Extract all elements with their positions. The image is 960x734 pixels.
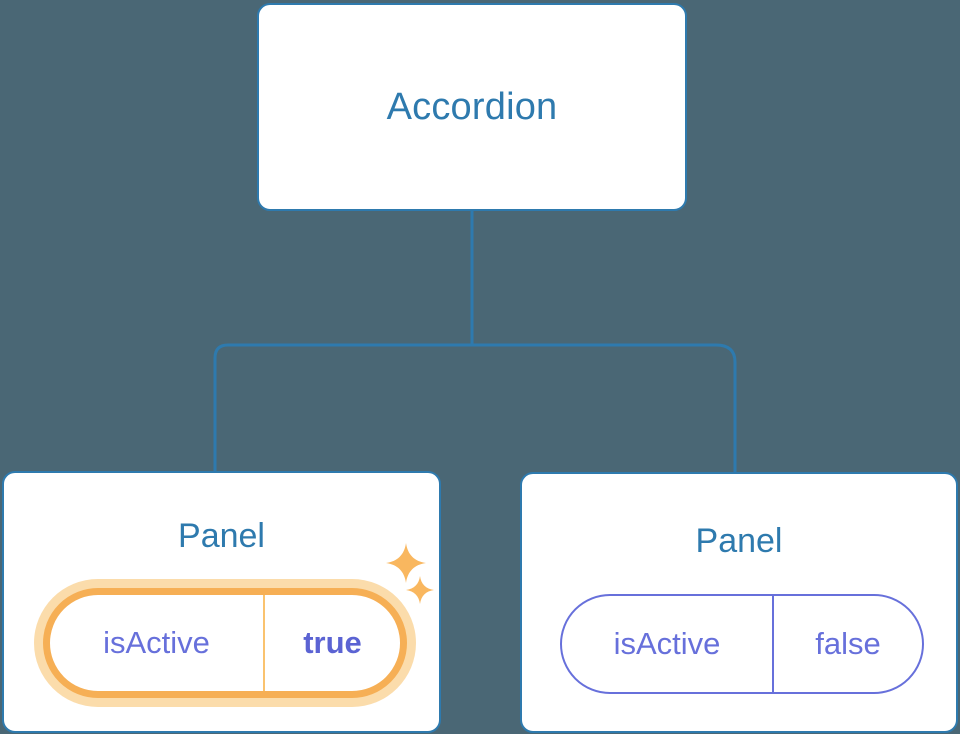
prop-value-isactive: false xyxy=(815,625,881,661)
prop-pill-isactive[interactable]: isActive false xyxy=(560,594,924,694)
node-panel-left-title: Panel xyxy=(178,517,265,555)
prop-value-isactive: true xyxy=(303,624,362,660)
prop-key-isactive: isActive xyxy=(50,595,265,691)
prop-key-isactive: isActive xyxy=(562,596,774,692)
node-accordion[interactable]: Accordion xyxy=(257,3,687,211)
node-panel-right[interactable]: Panel isActive false xyxy=(520,472,958,733)
node-panel-left[interactable]: Panel isActive true xyxy=(2,471,441,733)
connector-bus xyxy=(213,343,737,472)
node-accordion-title: Accordion xyxy=(386,86,558,128)
node-panel-right-title: Panel xyxy=(695,522,783,560)
prop-pill-highlighted-isactive[interactable]: isActive true xyxy=(34,579,416,707)
prop-pill-body[interactable]: isActive true xyxy=(43,588,407,698)
